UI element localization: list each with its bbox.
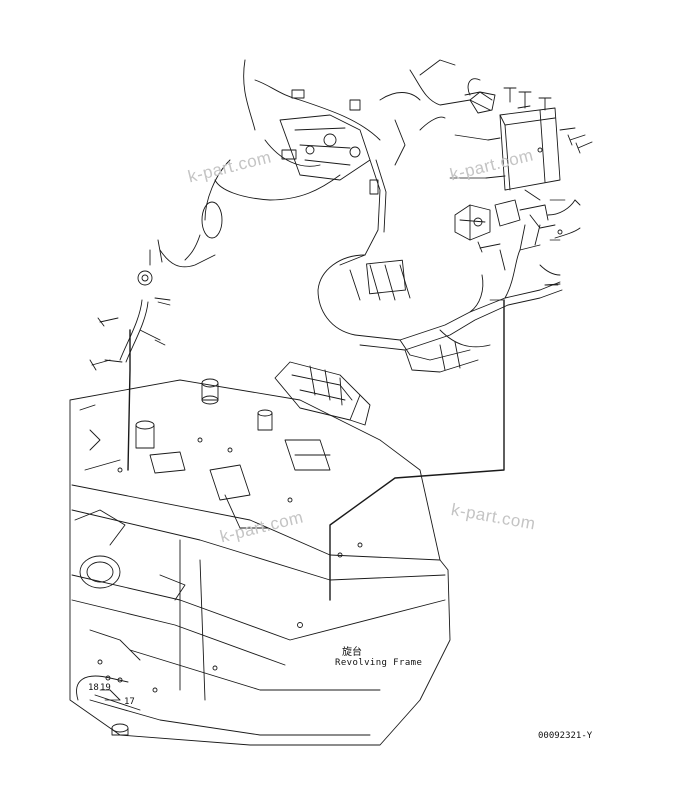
controller-box-drawing (469, 87, 593, 191)
long-cable-drawing (127, 299, 505, 601)
frame-label-japanese: 旋台 (342, 647, 362, 658)
frame-label-english: Revolving Frame (335, 658, 423, 668)
mid-harness-drawing (317, 224, 563, 351)
ground-strap-drawing (89, 239, 171, 371)
revolving-frame-drawing (69, 378, 451, 746)
console-bracket-drawing (274, 339, 479, 426)
relay-cluster-drawing (454, 189, 581, 286)
drawing-number: 00092321-Y (538, 731, 593, 741)
callout-18: 18 (88, 683, 99, 693)
leader-lines (99, 134, 566, 701)
callout-17: 17 (124, 697, 135, 707)
callout-19: 19 (100, 683, 111, 693)
